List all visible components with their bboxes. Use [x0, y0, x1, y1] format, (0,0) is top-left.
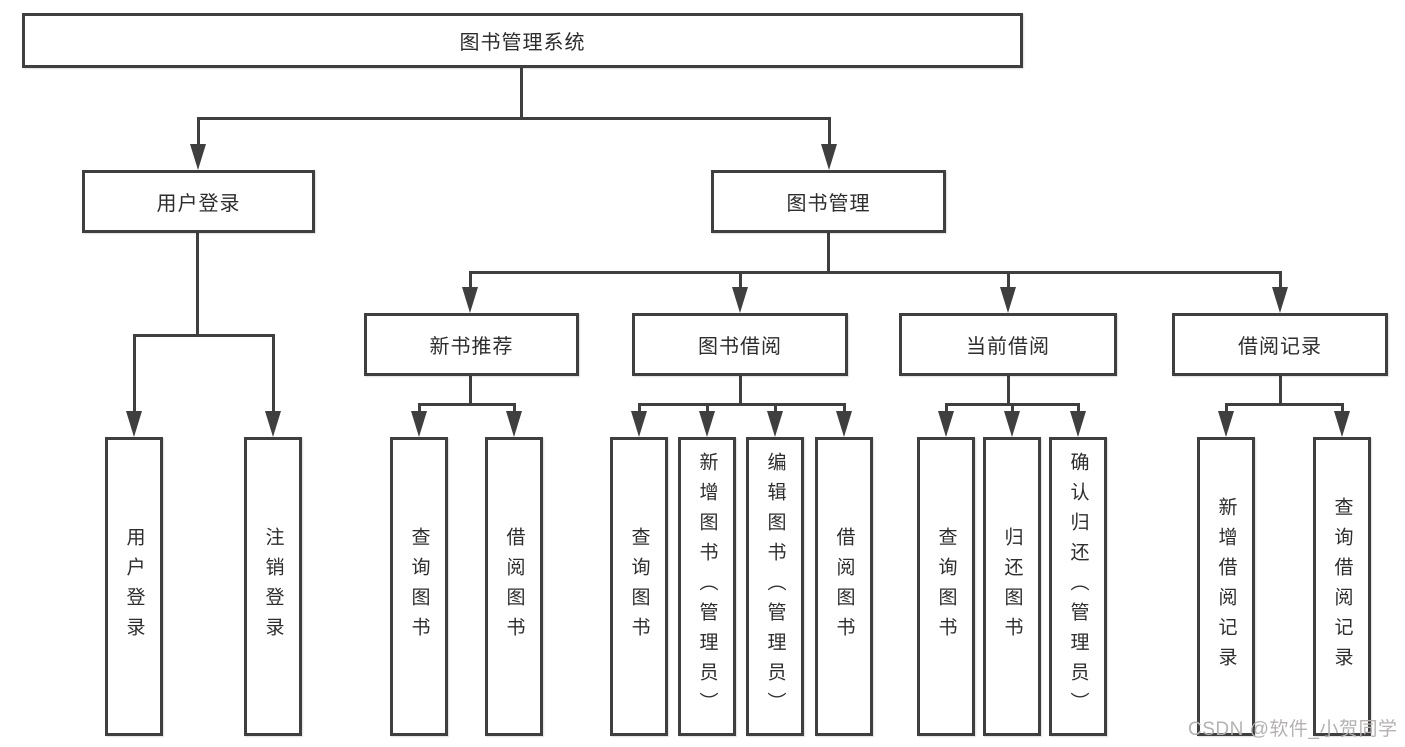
arrowhead-down-icon — [938, 411, 954, 437]
connector-line — [520, 68, 523, 119]
connector-line — [469, 376, 472, 406]
arrowhead-down-icon — [506, 411, 522, 437]
node-leaf-bb-query: 查询图书 — [610, 437, 668, 736]
node-leaf-cb-return: 归还图书 — [983, 437, 1041, 736]
connector-line — [469, 271, 1282, 274]
connector-line — [828, 117, 831, 149]
node-leaf-login: 用户登录 — [105, 437, 163, 736]
connector-line — [1225, 403, 1228, 417]
connector-line — [133, 334, 275, 337]
connector-line — [1279, 376, 1282, 406]
node-book-mgmt: 图书管理 — [711, 170, 946, 233]
arrowhead-down-icon — [836, 411, 852, 437]
node-leaf-rec-borrow: 借阅图书 — [485, 437, 543, 736]
node-leaf-br-query: 查询借阅记录 — [1313, 437, 1371, 736]
node-new-book-rec: 新书推荐 — [364, 313, 579, 376]
arrowhead-down-icon — [265, 411, 281, 437]
connector-line — [418, 403, 516, 406]
arrowhead-down-icon — [126, 411, 142, 437]
node-leaf-br-add: 新增借阅记录 — [1197, 437, 1255, 736]
node-user-login: 用户登录 — [82, 170, 315, 233]
arrowhead-down-icon — [732, 287, 748, 313]
connector-line — [1011, 403, 1014, 417]
arrowhead-down-icon — [1272, 287, 1288, 313]
node-current-borrow: 当前借阅 — [899, 313, 1117, 376]
arrowhead-down-icon — [1000, 287, 1016, 313]
node-borrow-history: 借阅记录 — [1172, 313, 1388, 376]
arrowhead-down-icon — [631, 411, 647, 437]
arrowhead-down-icon — [1070, 411, 1086, 437]
arrowhead-down-icon — [462, 287, 478, 313]
node-root: 图书管理系统 — [22, 13, 1023, 68]
arrowhead-down-icon — [411, 411, 427, 437]
connector-line — [196, 233, 199, 336]
node-leaf-rec-query: 查询图书 — [390, 437, 448, 736]
connector-line — [469, 271, 472, 291]
connector-line — [638, 403, 846, 406]
node-leaf-bb-edit: 编辑图书（管理员） — [746, 437, 804, 736]
node-leaf-bb-add: 新增图书（管理员） — [678, 437, 736, 736]
connector-line — [706, 403, 709, 417]
connector-line — [774, 403, 777, 417]
arrowhead-down-icon — [1334, 411, 1350, 437]
connector-line — [1007, 271, 1010, 291]
connector-line — [1341, 403, 1344, 417]
connector-line — [1225, 403, 1344, 406]
arrowhead-down-icon — [767, 411, 783, 437]
node-leaf-cb-query: 查询图书 — [917, 437, 975, 736]
connector-line — [1077, 403, 1080, 417]
connector-line — [513, 403, 516, 417]
connector-line — [1279, 271, 1282, 291]
connector-line — [827, 233, 830, 274]
connector-line — [739, 376, 742, 406]
node-leaf-bb-borrow: 借阅图书 — [815, 437, 873, 736]
connector-line — [197, 117, 830, 120]
arrowhead-down-icon — [190, 144, 206, 170]
connector-line — [843, 403, 846, 417]
connector-line — [1007, 376, 1010, 406]
arrowhead-down-icon — [821, 144, 837, 170]
connector-line — [945, 403, 948, 417]
arrowhead-down-icon — [699, 411, 715, 437]
arrowhead-down-icon — [1218, 411, 1234, 437]
connector-line — [739, 271, 742, 291]
connector-line — [638, 403, 641, 417]
node-book-borrow: 图书借阅 — [632, 313, 848, 376]
connector-line — [272, 334, 275, 416]
watermark: CSDN @软件_小贺同学 — [1188, 719, 1398, 740]
node-leaf-cb-confirm: 确认归还（管理员） — [1049, 437, 1107, 736]
connector-line — [418, 403, 421, 417]
arrowhead-down-icon — [1004, 411, 1020, 437]
node-leaf-logout: 注销登录 — [244, 437, 302, 736]
connector-line — [133, 334, 136, 416]
connector-line — [197, 117, 200, 149]
